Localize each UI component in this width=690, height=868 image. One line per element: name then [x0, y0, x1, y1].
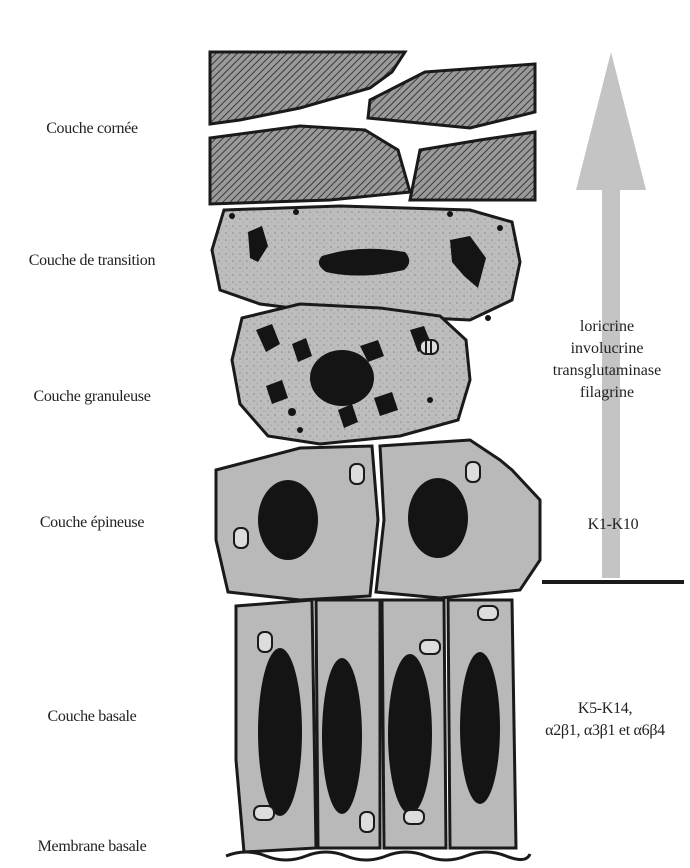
label-transition-layer: Couche de transition	[8, 252, 176, 270]
marker-basal-integrins: α2β1, α3β1 et α6β4	[520, 722, 690, 740]
upper-marker-list: loricrine involucrine transglutaminase f…	[532, 316, 682, 404]
basal-layer	[236, 600, 516, 852]
marker-basal-keratins: K5-K14,	[520, 700, 690, 718]
label-basal-layer: Couche basale	[8, 708, 176, 726]
transition-layer	[212, 206, 520, 321]
stratum-corneum	[210, 52, 535, 204]
basement-membrane	[226, 852, 530, 860]
label-basement-membrane: Membrane basale	[8, 838, 176, 856]
granular-layer	[232, 304, 470, 444]
label-spinous-layer: Couche épineuse	[8, 514, 176, 532]
marker-spinous-keratins: K1-K10	[528, 516, 690, 534]
label-stratum-corneum: Couche cornée	[8, 120, 176, 138]
spinous-nucleus-left	[258, 480, 318, 560]
marker-transglutaminase: transglutaminase	[532, 360, 682, 382]
marker-involucrine: involucrine	[532, 338, 682, 360]
spinous-nucleus-right	[408, 478, 468, 558]
label-granular-layer: Couche granuleuse	[8, 388, 176, 406]
differentiation-arrow	[576, 52, 646, 578]
granular-nucleus	[310, 350, 374, 406]
marker-filagrine: filagrine	[532, 382, 682, 404]
spinous-layer	[216, 440, 540, 600]
marker-loricrine: loricrine	[532, 316, 682, 338]
